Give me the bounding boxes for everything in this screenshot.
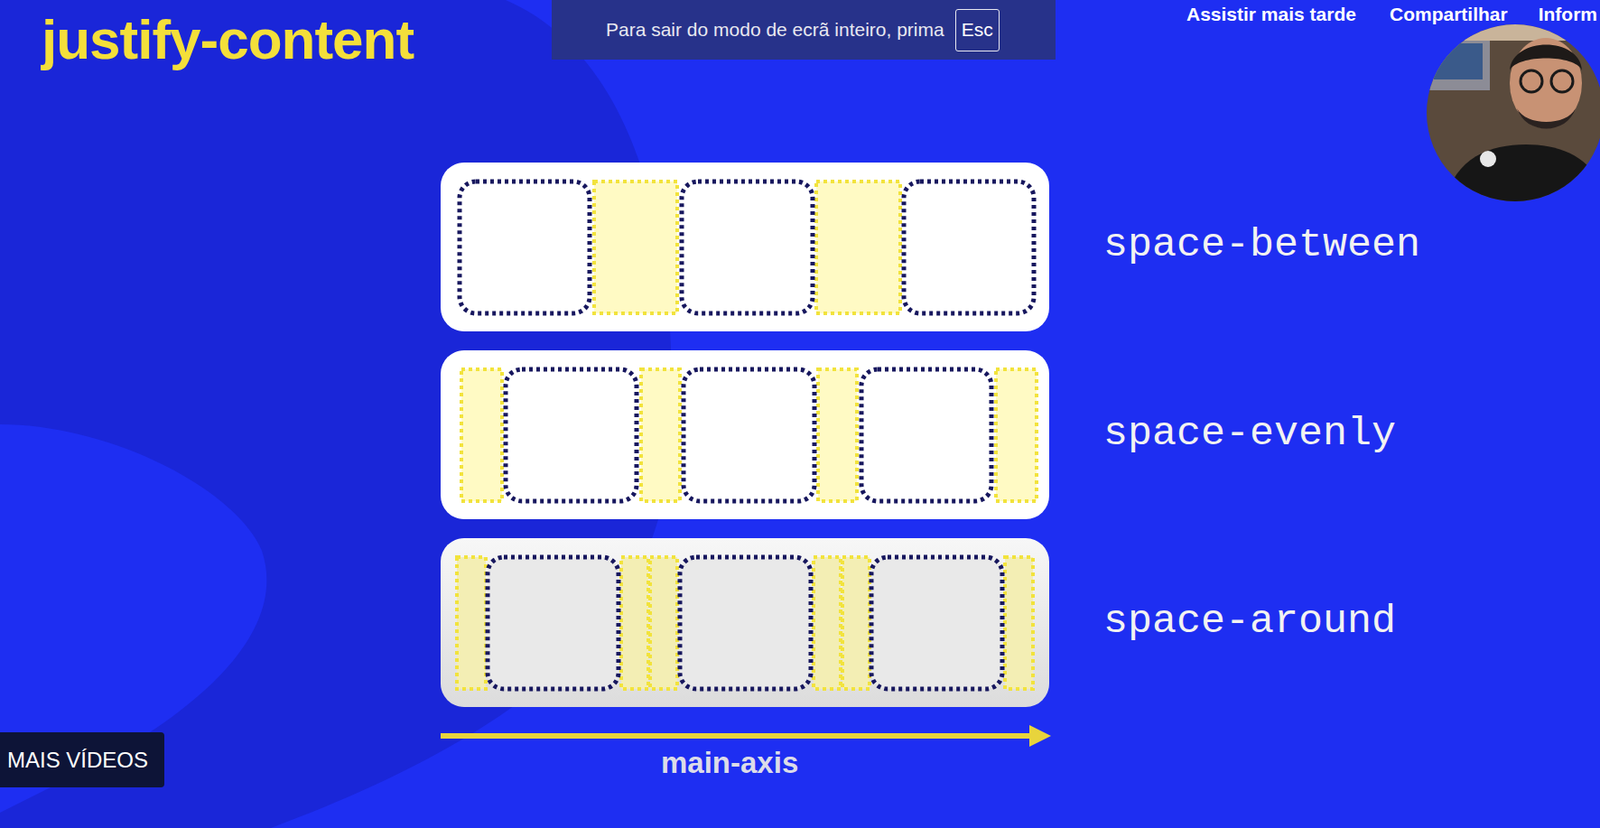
axis-label: main-axis (660, 745, 799, 781)
webcam-overlay (1424, 22, 1600, 204)
flex-item (487, 557, 1003, 689)
node-text: Para sair do modo de ecrã inteiro, prima (605, 18, 945, 41)
toolbar-text: Inform (1538, 3, 1598, 26)
free-space (461, 369, 1037, 502)
fullscreen-notice: Para sair do modo de ecrã inteiro, prima… (551, 0, 1056, 60)
slide-title: justify-content (41, 7, 414, 72)
flex-container (440, 162, 1050, 332)
more-videos-button: MAIS VÍDEOS (0, 732, 165, 788)
value-label: space-between (1103, 222, 1421, 269)
toolbar-text: Assistir mais tarde (1186, 3, 1357, 26)
flex-container (440, 538, 1050, 707)
flex-container (440, 350, 1050, 520)
free-space (594, 181, 901, 314)
node-text: Esc (961, 18, 994, 41)
node-text: MAIS VÍDEOS (7, 747, 149, 773)
flex-item (505, 369, 992, 502)
axis-arrowhead (1029, 725, 1052, 747)
free-space (456, 557, 1033, 689)
axis-arrow (440, 733, 1032, 739)
flex-item (459, 181, 1034, 314)
value-label: space-evenly (1103, 410, 1396, 457)
key-badge: Esc (955, 9, 1000, 52)
toolbar-text: Compartilhar (1389, 3, 1508, 26)
value-label: space-around (1103, 598, 1396, 645)
background-blob (0, 424, 267, 813)
